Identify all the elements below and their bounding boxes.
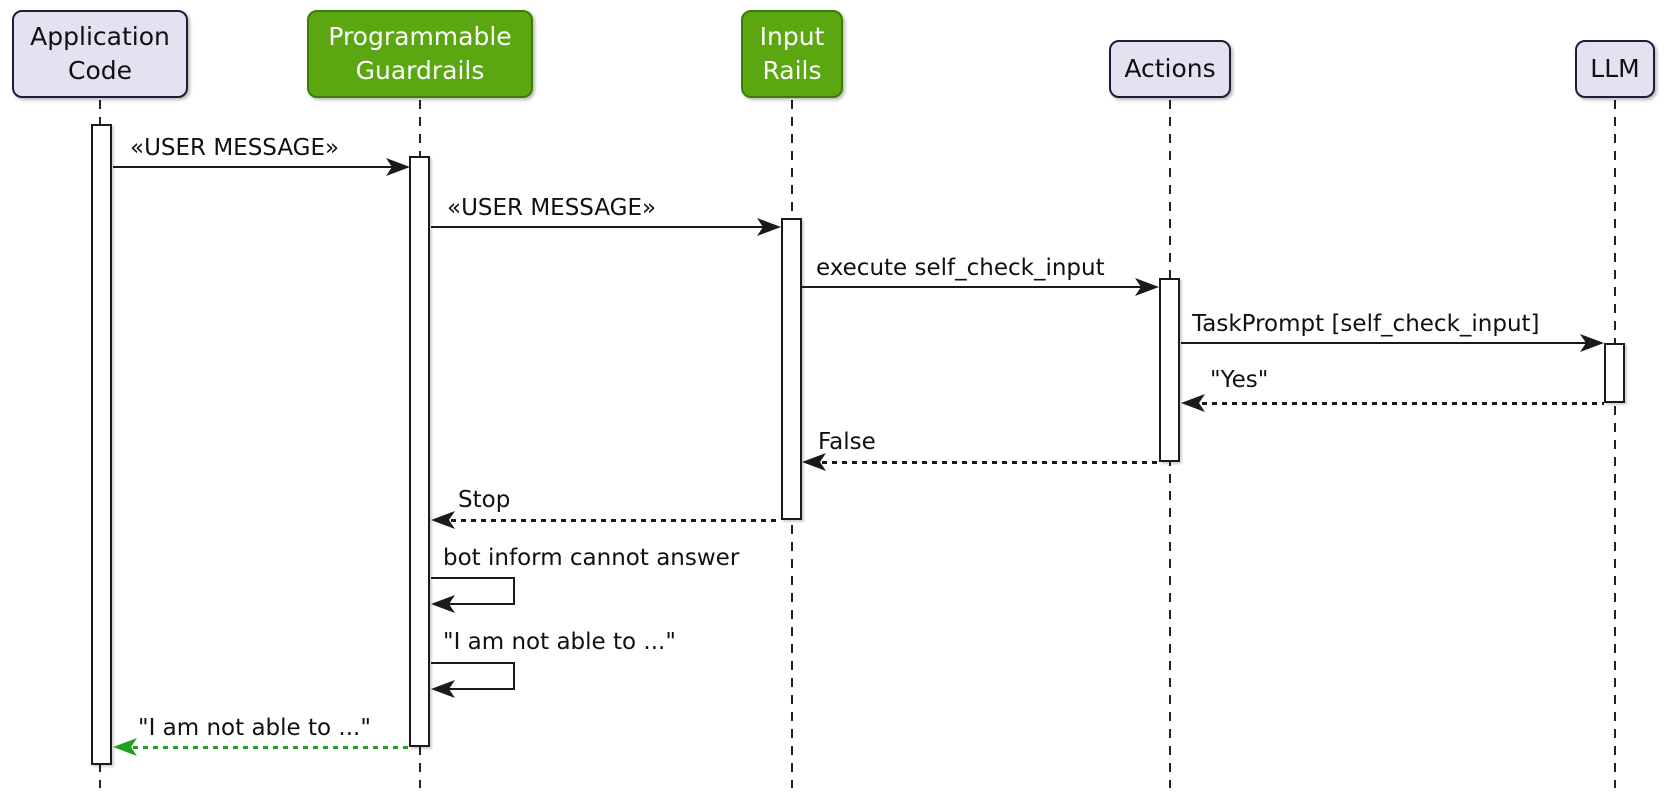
arrowhead-left-icon — [431, 680, 455, 698]
message-label-stop: Stop — [458, 487, 511, 513]
activation-bar-actions — [1159, 278, 1180, 462]
message-label-yes: "Yes" — [1210, 367, 1269, 393]
self-message-loop-bottom — [441, 688, 515, 690]
message-line-user-message-2 — [431, 226, 767, 228]
participant-llm: LLM — [1575, 40, 1655, 98]
message-line-execute-self-check-input — [802, 286, 1146, 288]
message-label-false: False — [818, 429, 876, 455]
message-line-stop — [441, 519, 781, 522]
arrowhead-left-icon — [431, 511, 455, 529]
message-line-i-am-not-able-return — [123, 746, 410, 749]
arrowhead-right-icon — [1580, 334, 1604, 352]
arrowhead-left-green-icon — [113, 738, 137, 756]
message-label-execute-self-check-input: execute self_check_input — [816, 255, 1105, 281]
activation-bar-application-code — [91, 124, 112, 765]
arrowhead-right-icon — [386, 158, 410, 176]
message-label-taskprompt: TaskPrompt [self_check_input] — [1192, 311, 1540, 337]
activation-bar-programmable-guardrails — [409, 156, 430, 747]
activation-bar-input-rails — [781, 218, 802, 520]
message-label-user-message-2: «USER MESSAGE» — [447, 195, 657, 221]
message-line-taskprompt — [1181, 342, 1592, 344]
arrowhead-left-icon — [1181, 394, 1205, 412]
self-message-loop-top — [431, 577, 515, 579]
participant-input-rails: Input Rails — [741, 10, 843, 98]
message-label-i-am-not-able-return: "I am not able to ..." — [138, 715, 371, 741]
message-line-yes — [1192, 402, 1604, 405]
activation-bar-llm — [1604, 343, 1625, 403]
lifeline-llm — [1614, 100, 1616, 788]
message-label-user-message-1: «USER MESSAGE» — [130, 135, 340, 161]
participant-programmable-guardrails: Programmable Guardrails — [307, 10, 533, 98]
message-label-bot-inform-cannot-answer: bot inform cannot answer — [443, 545, 740, 571]
message-label-i-am-not-able-self: "I am not able to ..." — [443, 629, 676, 655]
self-message-loop-bottom — [441, 603, 515, 605]
message-line-user-message-1 — [113, 166, 396, 168]
participant-application-code: Application Code — [12, 10, 188, 98]
self-message-loop-right — [513, 662, 515, 689]
self-message-loop-top — [431, 662, 515, 664]
participant-actions: Actions — [1109, 40, 1231, 98]
arrowhead-left-icon — [431, 595, 455, 613]
message-line-false — [812, 461, 1160, 464]
self-message-loop-right — [513, 577, 515, 604]
arrowhead-right-icon — [1135, 278, 1159, 296]
arrowhead-right-icon — [757, 218, 781, 236]
arrowhead-left-icon — [802, 453, 826, 471]
